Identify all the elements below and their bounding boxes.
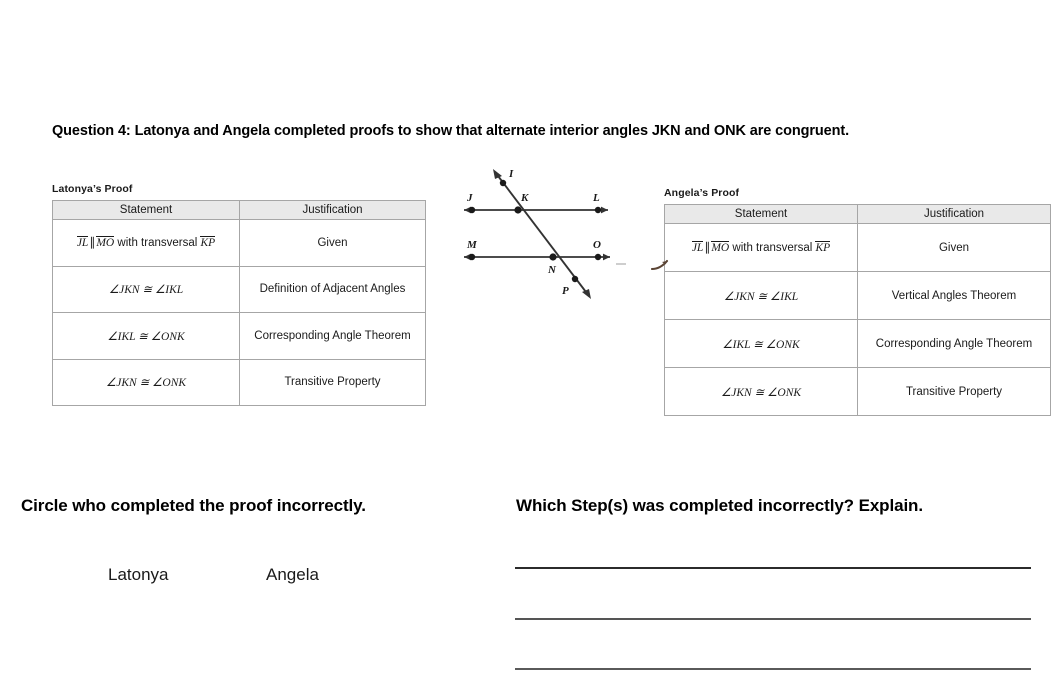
justification-cell: Transitive Property — [239, 358, 426, 406]
segment-kp: KP — [200, 236, 216, 250]
column-header-statement: Statement — [664, 204, 858, 224]
angela-proof-block: Angela’s Proof Statement Justification J… — [664, 187, 1051, 416]
statement-cell: JL∥MO with transversal KP — [52, 219, 240, 267]
justification-cell: Corresponding Angle Theorem — [857, 319, 1051, 368]
arrow-head — [662, 261, 667, 265]
statement-cell: JL∥MO with transversal KP — [664, 223, 858, 272]
arrowhead-m-left — [464, 253, 471, 261]
parallel-symbol: ∥ — [704, 240, 711, 254]
arrowhead-o-right — [603, 253, 610, 261]
point-j — [468, 206, 476, 214]
statement-cell: ∠JKN ≅ ∠IKL — [664, 271, 858, 320]
statement-text: with transversal — [114, 237, 201, 250]
point-k — [514, 206, 522, 214]
choice-angela[interactable]: Angela — [266, 565, 319, 584]
statement-cell: ∠IKL ≅ ∠ONK — [52, 312, 240, 360]
label-o: O — [593, 239, 601, 251]
statement-cell: ∠JKN ≅ ∠ONK — [52, 358, 240, 406]
arrowhead-i-top — [493, 169, 502, 179]
latonya-proof-block: Latonya’s Proof Statement Justification … — [52, 183, 426, 406]
page-title: Question 4: Latonya and Angela completed… — [52, 123, 850, 139]
point-i — [499, 179, 507, 187]
table-row: ∠IKL ≅ ∠ONK Corresponding Angle Theorem — [52, 312, 426, 360]
justification-cell: Given — [239, 219, 426, 267]
justification-cell: Transitive Property — [857, 367, 1051, 416]
arrowhead-l-right — [601, 206, 608, 214]
segment-jl: JL — [76, 236, 89, 250]
angela-proof-table: Statement Justification JL∥MO with trans… — [664, 204, 1051, 416]
label-i: I — [508, 168, 514, 180]
arrowhead-j-left — [464, 206, 471, 214]
statement-text: with transversal — [729, 242, 816, 254]
label-k: K — [520, 192, 529, 204]
label-l: L — [592, 192, 600, 204]
label-j: J — [466, 192, 473, 204]
table-row: ∠IKL ≅ ∠ONK Corresponding Angle Theorem — [664, 319, 1051, 368]
table-row: ∠JKN ≅ ∠IKL Vertical Angles Theorem — [664, 271, 1051, 320]
segment-mo: MO — [711, 241, 730, 254]
arrow-mark-svg — [650, 259, 669, 271]
point-m — [468, 253, 476, 261]
point-n — [549, 253, 557, 261]
table-row: JL∥MO with transversal KP Given — [52, 219, 426, 267]
answer-line[interactable] — [515, 618, 1031, 620]
prompt-circle-who: Circle who completed the proof incorrect… — [21, 496, 366, 515]
answer-line[interactable] — [515, 668, 1031, 670]
choice-latonya[interactable]: Latonya — [108, 565, 169, 584]
column-header-justification: Justification — [239, 200, 426, 220]
column-header-justification: Justification — [857, 204, 1051, 224]
segment-mo: MO — [96, 236, 115, 250]
statement-cell: ∠IKL ≅ ∠ONK — [664, 319, 858, 368]
statement-cell: ∠JKN ≅ ∠ONK — [664, 367, 858, 416]
statement-cell: ∠JKN ≅ ∠IKL — [52, 265, 240, 313]
justification-cell: Definition of Adjacent Angles — [239, 265, 426, 313]
annotation-arrow-icon — [650, 258, 669, 272]
latonya-proof-table: Statement Justification JL∥MO with trans… — [52, 200, 426, 406]
point-p — [571, 275, 579, 283]
table-header-row: Statement Justification — [52, 200, 426, 220]
justification-cell: Vertical Angles Theorem — [857, 271, 1051, 320]
table-row: ∠JKN ≅ ∠ONK Transitive Property — [664, 367, 1051, 416]
label-m: M — [466, 239, 478, 251]
table-header-row: Statement Justification — [664, 204, 1051, 224]
column-header-statement: Statement — [52, 200, 240, 220]
table-row: ∠JKN ≅ ∠ONK Transitive Property — [52, 358, 426, 406]
table-row: ∠JKN ≅ ∠IKL Definition of Adjacent Angle… — [52, 265, 426, 313]
point-o — [594, 253, 602, 261]
parallel-symbol: ∥ — [89, 235, 96, 250]
parallel-lines-transversal-svg: I J K L M N O P — [464, 168, 626, 299]
segment-kp: KP — [815, 241, 831, 254]
geometry-diagram: I J K L M N O P — [450, 160, 640, 310]
line-transversal-ip — [494, 171, 590, 297]
justification-cell: Corresponding Angle Theorem — [239, 312, 426, 360]
justification-cell: Given — [857, 223, 1051, 272]
segment-jl: JL — [691, 241, 704, 254]
prompt-which-steps: Which Step(s) was completed incorrectly?… — [516, 496, 923, 515]
arrowhead-p-bottom — [582, 289, 591, 299]
latonya-proof-caption: Latonya’s Proof — [52, 183, 133, 195]
point-l — [594, 206, 602, 214]
answer-line[interactable] — [515, 567, 1031, 569]
table-row: JL∥MO with transversal KP Given — [664, 223, 1051, 272]
label-n: N — [547, 264, 557, 276]
label-p: P — [562, 285, 569, 297]
angela-proof-caption: Angela’s Proof — [664, 187, 740, 199]
